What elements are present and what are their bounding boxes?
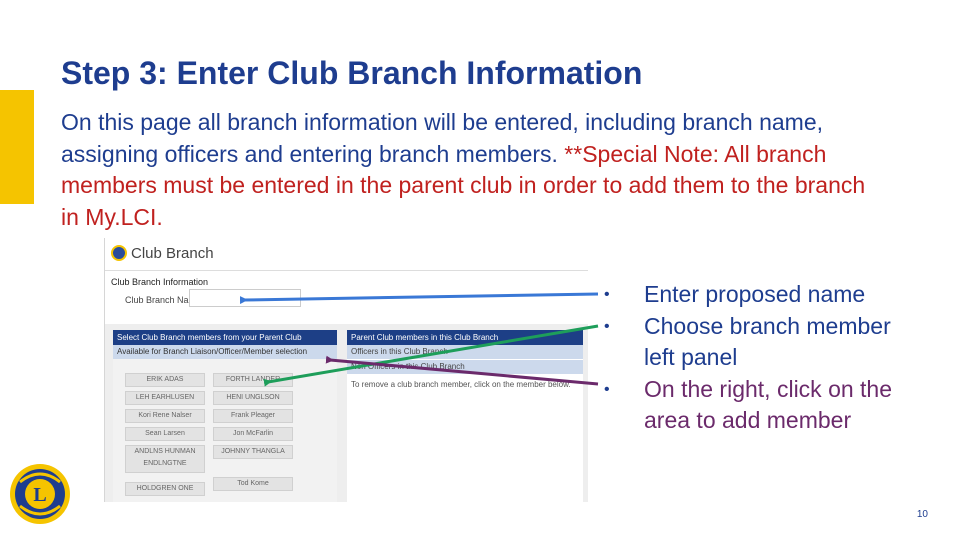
instruction-item: •On the right, click on the area to add … [604,375,893,434]
officers-drop-area[interactable]: Officers in this Club Branch [347,345,583,359]
member-item[interactable]: Jon McFarlin [213,427,293,441]
slide-title: Step 3: Enter Club Branch Information [61,55,643,91]
branch-members-panel: Parent Club members in this Club Branch … [347,330,583,502]
member-item[interactable]: Kori Rene Nalser [125,409,205,423]
screenshot-title: Club Branch [131,245,214,262]
accent-bar [0,90,34,204]
non-officers-drop-area[interactable]: Non Officers in this Club Branch [347,360,583,374]
left-panel-heading: Select Club Branch members from your Par… [113,330,337,345]
club-branch-screenshot: Club Branch Club Branch Information Club… [104,238,588,502]
lions-logo-icon: L [10,464,70,524]
branch-name-label: Club Branch Name: [125,295,204,305]
member-item[interactable]: JOHNNY THANGLA [213,445,293,459]
instruction-item: •Enter proposed name [604,281,866,307]
member-grid: ERIK ADAS FORTH LANDER LEH EARHLUSEN HEN… [113,359,337,491]
remove-member-hint: To remove a club branch member, click on… [351,380,571,389]
page-number: 10 [916,509,928,520]
member-item[interactable]: ANDLNS HUNMAN ENDLNGTNE [125,445,205,473]
instruction-list: •Enter proposed name •Choose branch memb… [604,279,904,437]
member-item[interactable]: LEH EARHLUSEN [125,391,205,405]
member-item[interactable]: FORTH LANDER [213,373,293,387]
instruction-item: •Choose branch member left panel [604,312,891,371]
branch-info-heading: Club Branch Information [111,277,209,287]
svg-text:L: L [33,484,46,506]
right-panel-heading: Parent Club members in this Club Branch [347,330,583,345]
member-item[interactable]: Sean Larsen [125,427,205,441]
special-note-text: **Special Note: All branch members must … [61,140,866,230]
member-item[interactable]: ERIK ADAS [125,373,205,387]
slide-body: On this page all branch information will… [61,107,881,233]
branch-name-input[interactable] [189,289,301,307]
member-item[interactable]: HOLDGREN ONE [125,482,205,496]
screenshot-header: Club Branch [105,238,588,270]
member-item[interactable]: HENI UNGLSON [213,391,293,405]
body-main-text: On this page all branch information will… [61,109,823,167]
member-item[interactable]: Tod Kome [213,477,293,491]
member-item[interactable]: Frank Pleager [213,409,293,423]
branch-info-section: Club Branch Information Club Branch Name… [105,270,588,324]
parent-club-members-panel: Select Club Branch members from your Par… [113,330,337,502]
left-panel-subheading: Available for Branch Liaison/Officer/Mem… [113,345,337,359]
lions-small-logo-icon [111,245,127,261]
